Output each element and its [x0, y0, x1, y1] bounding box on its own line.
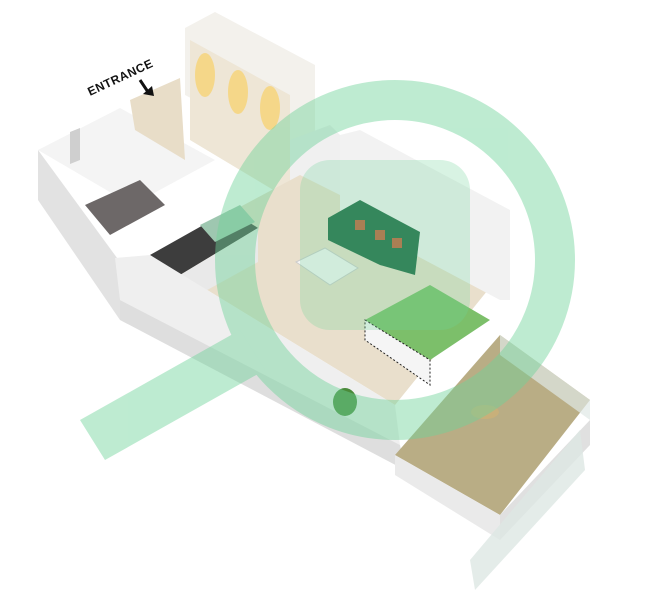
back-wall — [340, 130, 510, 300]
entrance-corridor — [130, 78, 185, 160]
front-wall-shadow — [120, 300, 405, 470]
coffee-table — [295, 247, 359, 286]
plant — [333, 388, 357, 416]
front-wall — [115, 255, 400, 445]
sofa — [328, 200, 420, 275]
watermark-logo — [80, 80, 575, 460]
entrance-label: ENTRANCE — [85, 56, 155, 99]
bed — [364, 285, 490, 386]
balcony — [395, 335, 590, 590]
arrow-down-icon — [138, 79, 154, 96]
wardrobe — [185, 12, 315, 200]
bathroom-block — [38, 108, 215, 320]
